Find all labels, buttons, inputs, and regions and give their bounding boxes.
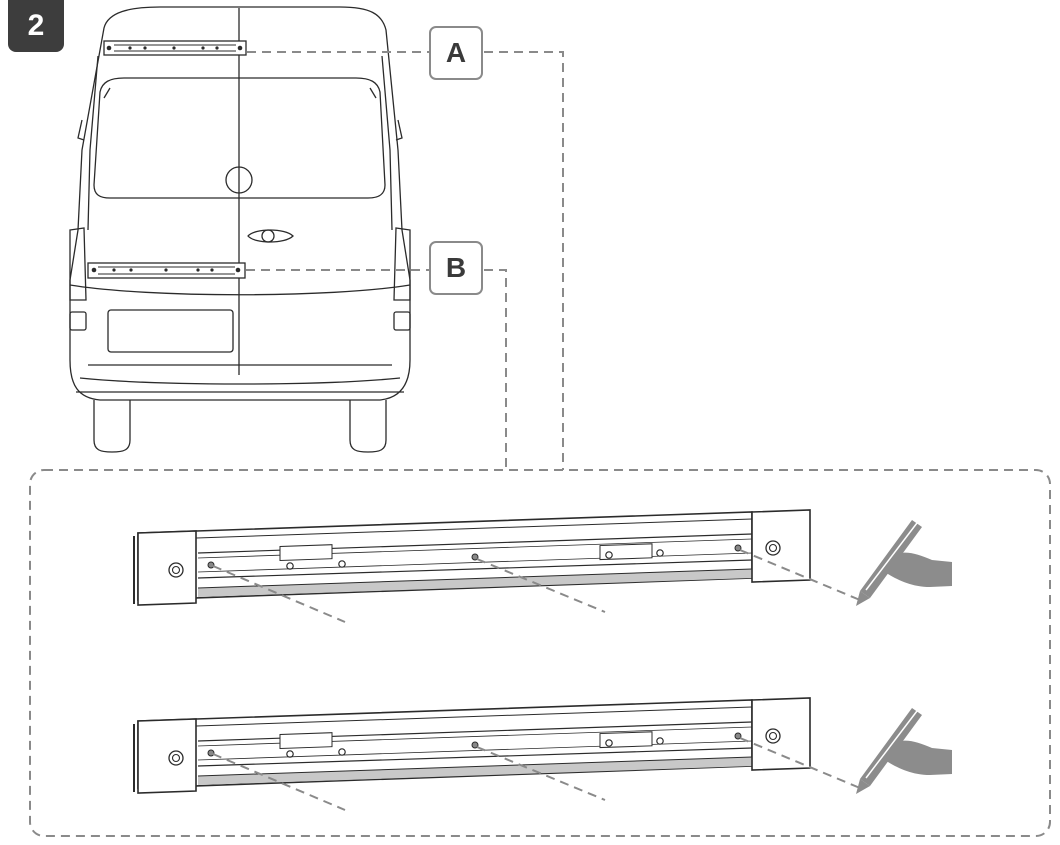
callout-b: B xyxy=(429,241,483,295)
van-rail-a xyxy=(103,40,247,56)
detail-rail-top xyxy=(133,509,953,623)
step-number-badge: 2 xyxy=(8,0,64,52)
detail-rail-bottom xyxy=(133,697,953,811)
callout-a: A xyxy=(429,26,483,80)
van-rear-view xyxy=(69,6,411,453)
detail-box xyxy=(29,469,1051,837)
leader-lines xyxy=(246,51,564,470)
van-rail-b xyxy=(87,262,246,279)
